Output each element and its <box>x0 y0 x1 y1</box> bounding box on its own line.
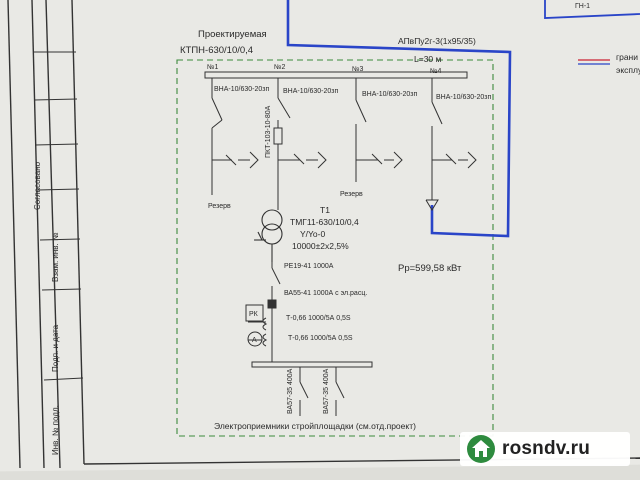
cell3-circuit <box>355 78 403 182</box>
cell1-circuit <box>211 78 259 195</box>
cell2-number: №2 <box>274 64 286 71</box>
feeder2-label: ВА57-35 400А <box>323 368 330 414</box>
ammeter-label: А <box>252 337 257 344</box>
ct1-label: Т-0,66 1000/5А 0,5S <box>286 315 351 322</box>
feeder1-label: ВА57-35 400А <box>287 368 294 414</box>
cell3-switch-label: ВНА-10/630-20зп <box>362 91 417 98</box>
lv-feeders <box>299 367 345 416</box>
transformer-type: ТМГ11-630/10/0,4 <box>290 217 359 227</box>
substation-boundary <box>176 59 494 437</box>
title-line1: Проектируемая <box>198 29 267 40</box>
house-icon <box>467 435 495 463</box>
transformer-symbol <box>254 209 283 262</box>
cell4-circuit <box>425 78 477 211</box>
watermark-site: rosndv.ru <box>502 438 591 459</box>
cell4-switch-label: ВНА-10/630-20зп <box>436 94 491 101</box>
meter-label: РК <box>249 311 259 318</box>
stamp-top-label: Согласовано <box>33 161 42 210</box>
transformer-group: Y/Yo-0 <box>300 229 325 239</box>
cell2-switch-label: ВНА-10/630-20зп <box>283 88 338 95</box>
lv-circuit <box>245 262 281 362</box>
cell1-reserve-label: Резерв <box>208 203 231 210</box>
legend-line2: эксплу <box>616 65 640 75</box>
cell2-circuit <box>273 78 327 210</box>
transformer-voltage: 10000±2х2,5% <box>292 241 349 251</box>
cell4-number: №4 <box>430 68 442 75</box>
legend-line1: грани <box>616 52 638 62</box>
watermark-badge: rosndv.ru <box>460 432 630 466</box>
transformer-name: Т1 <box>320 205 330 215</box>
stamp-inv-label: Инв. № подл. <box>51 405 60 455</box>
cell3-reserve-label: Резерв <box>340 191 363 198</box>
consumers-label: Электроприемники стройплощадки (см.отд.п… <box>214 421 416 431</box>
power-label: Рр=599,58 кВт <box>398 263 462 274</box>
cable-route <box>286 0 512 238</box>
cable-label: АПвПу2г-3(1х95/35) <box>398 36 476 46</box>
cable-route-top <box>544 0 640 19</box>
stamp-replace-label: Взам. инв. № <box>51 232 60 282</box>
hv-busbar <box>204 71 468 79</box>
lv-busbar <box>251 361 373 368</box>
lv-breaker2-label: ВА55-41 1000А с эл.расц. <box>284 290 367 297</box>
title-line2: КТПН-630/10/0,4 <box>180 45 253 56</box>
lv-breaker1-label: РЕ19-41 1000А <box>284 263 334 270</box>
stamp-grid <box>33 51 84 381</box>
cell1-switch-label: ВНА-10/630-20зп <box>214 86 269 93</box>
stamp-sign-label: Подп. и дата <box>51 324 60 372</box>
corner-label: ГН-1 <box>575 3 590 10</box>
cell2-fuse-label: ПКТ-103-10-80А <box>265 105 272 158</box>
cell3-number: №3 <box>352 66 364 73</box>
cell1-number: №1 <box>207 64 219 71</box>
cable-length: L=30 м <box>414 54 442 64</box>
ct2-label: Т-0,66 1000/5А 0,5S <box>288 335 353 342</box>
